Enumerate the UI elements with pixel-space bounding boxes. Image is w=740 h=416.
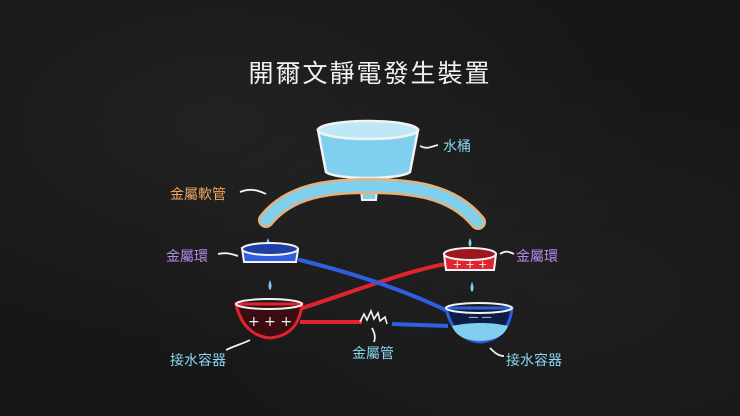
drip-right-2	[470, 282, 474, 292]
charge-left-container: + + +	[248, 314, 292, 330]
pointer-ring-left	[217, 252, 239, 257]
pointer-container-right	[489, 347, 505, 357]
pipe-blue-half	[391, 322, 449, 328]
charge-right-container: — —	[468, 312, 491, 323]
pointer-container-left	[225, 339, 251, 351]
drip-right-1	[468, 238, 472, 247]
spark-icon	[359, 308, 388, 325]
pointer-hose	[239, 188, 267, 195]
drip-left-2	[268, 280, 272, 290]
label-bucket: 水桶	[443, 139, 471, 155]
label-container-right: 接水容器	[506, 353, 562, 369]
pointer-ring-right	[499, 250, 515, 255]
right-metal-ring	[442, 247, 498, 271]
left-metal-ring	[240, 242, 300, 263]
label-metal-hose: 金屬軟管	[170, 187, 226, 203]
diagram-title: 開爾文靜電發生裝置	[248, 59, 492, 88]
pointer-pipe	[371, 327, 376, 343]
left-receiving-container	[234, 298, 304, 340]
label-container-left: 接水容器	[170, 353, 226, 369]
pointer-bucket	[419, 144, 439, 149]
label-metal-pipe: 金屬管	[352, 346, 394, 362]
label-ring-left: 金屬環	[166, 249, 208, 265]
wire-red-cross	[288, 258, 470, 314]
right-receiving-container	[444, 302, 514, 344]
charge-right-ring: + + +	[453, 258, 488, 271]
label-ring-right: 金屬環	[516, 249, 558, 265]
hose-water	[260, 180, 484, 228]
wire-blue-cross	[298, 258, 460, 318]
